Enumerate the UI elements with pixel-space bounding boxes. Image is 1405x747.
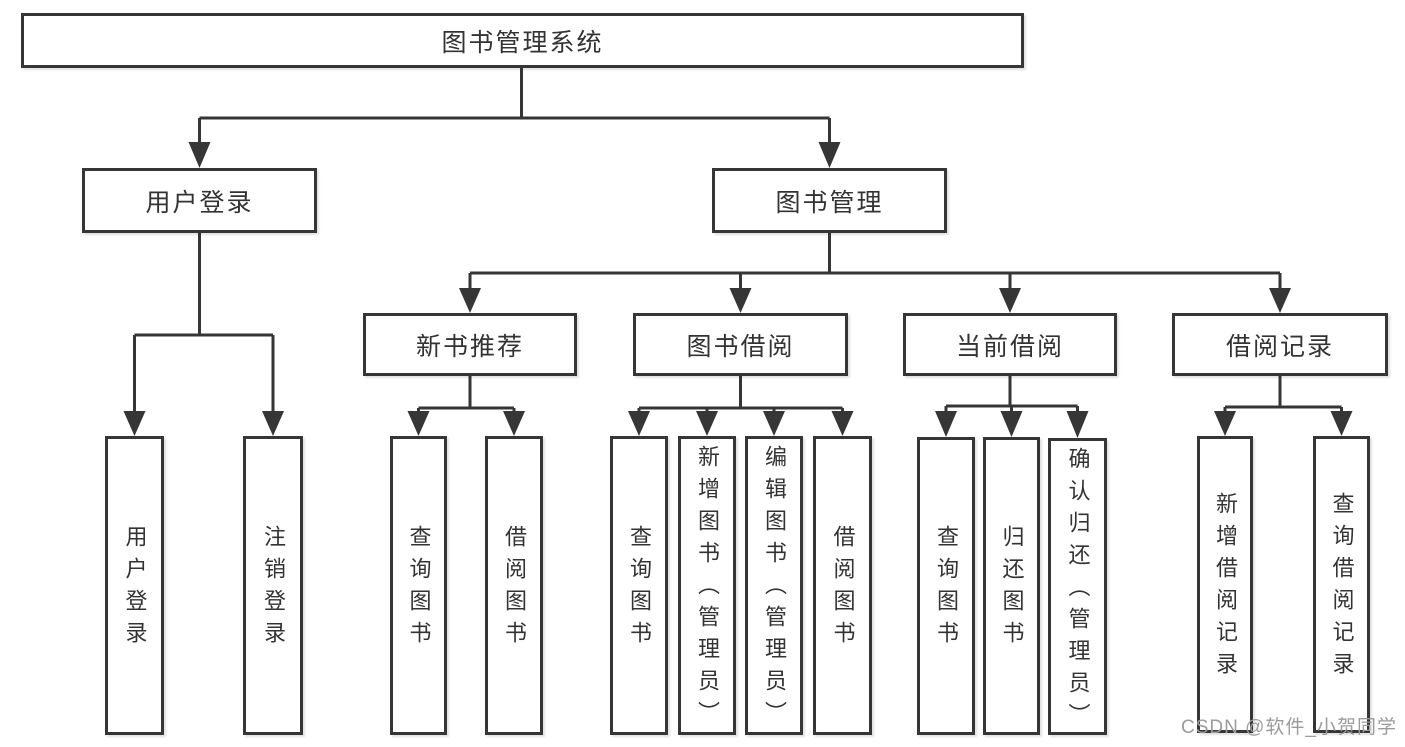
leaf-add-borrow-record: 新增借阅记录 [1197, 436, 1253, 733]
leaf-query-borrow-record: 查询借阅记录 [1313, 436, 1370, 733]
node-new-book-recommend: 新书推荐 [363, 313, 577, 376]
leaf-query-books-borrow: 查询图书 [610, 436, 668, 735]
arrowhead-group [123, 142, 1353, 438]
node-book-management: 图书管理 [712, 168, 947, 233]
leaf-confirm-return-admin: 确认归还（管理员） [1048, 438, 1107, 735]
node-user-login: 用户登录 [82, 168, 317, 233]
node-borrow-records: 借阅记录 [1172, 313, 1388, 376]
leaf-user-login: 用户登录 [105, 436, 164, 735]
leaf-logout: 注销登录 [243, 436, 303, 735]
leaf-borrow-books-recommend: 借阅图书 [485, 436, 543, 735]
leaf-add-books-admin: 新增图书（管理员） [678, 436, 736, 735]
leaf-edit-books-admin: 编辑图书（管理员） [745, 436, 803, 735]
leaf-borrow-books: 借阅图书 [813, 436, 872, 735]
leaf-query-books-current: 查询图书 [917, 437, 975, 735]
node-root-system: 图书管理系统 [21, 13, 1024, 68]
node-current-borrow: 当前借阅 [903, 313, 1117, 376]
watermark-text: CSDN @软件_小贺同学 [1181, 717, 1397, 738]
leaf-query-books-recommend: 查询图书 [390, 436, 447, 735]
leaf-return-books: 归还图书 [983, 437, 1040, 735]
node-book-borrow: 图书借阅 [633, 313, 848, 376]
